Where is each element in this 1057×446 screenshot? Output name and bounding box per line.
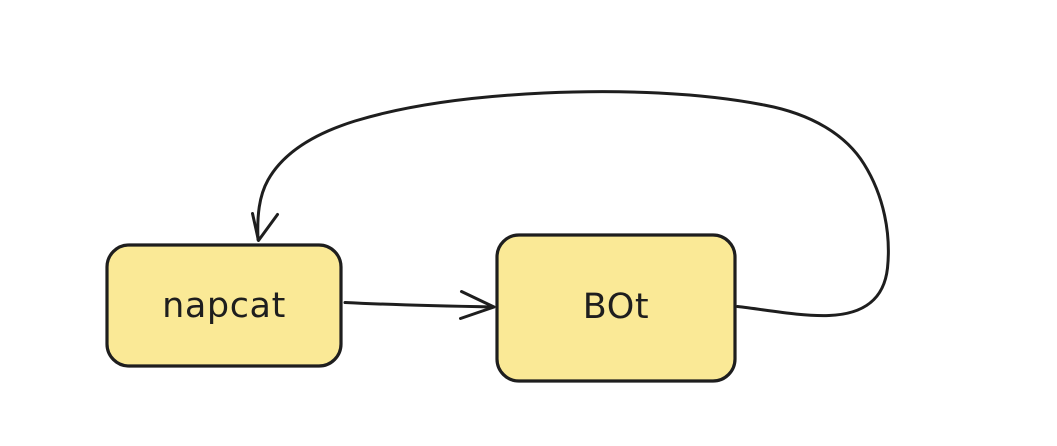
- node-bot-shape[interactable]: [495, 233, 737, 383]
- edge-napcat-to-bot[interactable]: [343, 290, 496, 320]
- edge-bot-to-napcat[interactable]: [251, 90, 890, 318]
- node-bot[interactable]: BOt: [495, 233, 737, 383]
- edge-napcat-to-bot-path[interactable]: [343, 301, 495, 309]
- node-napcat-label: napcat: [162, 286, 286, 326]
- node-napcat[interactable]: napcat: [105, 243, 343, 368]
- edge-bot-to-napcat-path[interactable]: [256, 90, 890, 318]
- edge-bot-to-napcat-arrowhead: [251, 212, 279, 242]
- node-bot-label: BOt: [583, 287, 649, 327]
- node-napcat-shape[interactable]: [105, 243, 343, 368]
- edge-napcat-to-bot-arrowhead: [459, 290, 496, 320]
